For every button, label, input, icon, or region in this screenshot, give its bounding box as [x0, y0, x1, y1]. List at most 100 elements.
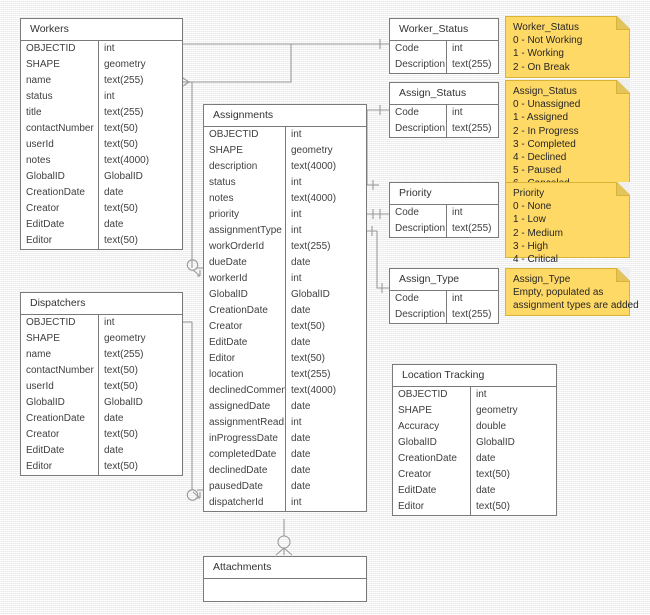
- entity-assign-status[interactable]: Assign_Status Code int Description text(…: [389, 82, 499, 138]
- table-row: declinedDate date: [204, 463, 366, 479]
- field-name: name: [21, 347, 99, 363]
- entity-fields-workers: OBJECTID int SHAPE geometry name text(25…: [21, 41, 182, 249]
- entity-workers[interactable]: Workers OBJECTID int SHAPE geometry name…: [20, 18, 183, 250]
- table-row: GlobalID GlobalID: [204, 287, 366, 303]
- note-fold-corner-icon: [616, 268, 630, 282]
- note-fold-corner-icon: [616, 182, 630, 196]
- table-row: CreationDate date: [21, 185, 182, 201]
- field-type: date: [104, 219, 124, 230]
- field-name: EditDate: [21, 217, 99, 233]
- note-line: 3 - High: [513, 240, 549, 252]
- field-type: int: [452, 207, 463, 218]
- zero-marker-attachments: [277, 535, 291, 549]
- entity-priority[interactable]: Priority Code int Description text(255): [389, 182, 499, 238]
- table-row: EditDate date: [204, 335, 366, 351]
- field-name: status: [204, 175, 286, 191]
- field-type: text(50): [476, 501, 510, 512]
- field-name: Description: [390, 221, 447, 237]
- note-line: 3 - Completed: [513, 138, 576, 150]
- field-name: EditDate: [393, 483, 471, 499]
- note-line: 2 - In Progress: [513, 125, 579, 137]
- field-name: name: [21, 73, 99, 89]
- field-name: userId: [21, 137, 99, 153]
- table-row: SHAPE geometry: [393, 403, 556, 419]
- note-assign-type[interactable]: Assign_Type Empty, populated as assignme…: [505, 268, 639, 316]
- entity-title-workers: Workers: [21, 19, 182, 41]
- note-line: assignment types are added: [513, 300, 639, 312]
- entity-assign-type[interactable]: Assign_Type Code int Description text(25…: [389, 268, 499, 324]
- entity-fields-attachments: [204, 579, 366, 601]
- field-type: date: [291, 481, 311, 492]
- field-type: text(50): [104, 429, 138, 440]
- table-row: workOrderId text(255): [204, 239, 366, 255]
- crowsfoot-attachments: [275, 547, 293, 556]
- field-type: date: [291, 305, 311, 316]
- table-row: assignedDate date: [204, 399, 366, 415]
- field-type: date: [291, 401, 311, 412]
- field-name: workOrderId: [204, 239, 286, 255]
- entity-location-tracking[interactable]: Location Tracking OBJECTID int SHAPE geo…: [392, 364, 557, 516]
- field-name: assignedDate: [204, 399, 286, 415]
- entity-title-assign-status: Assign_Status: [390, 83, 498, 105]
- table-row: title text(255): [21, 105, 182, 121]
- note-heading: Assign_Status: [513, 86, 577, 97]
- entity-attachments[interactable]: Attachments: [203, 556, 367, 602]
- table-row: name text(255): [21, 73, 182, 89]
- field-type: int: [291, 417, 302, 428]
- table-row: Code int: [390, 105, 498, 121]
- wire-assignments-assign-type: [367, 230, 389, 289]
- field-type: int: [452, 43, 463, 54]
- entity-dispatchers[interactable]: Dispatchers OBJECTID int SHAPE geometry …: [20, 292, 183, 476]
- field-name: OBJECTID: [393, 387, 471, 403]
- note-priority[interactable]: Priority 0 - None 1 - Low 2 - Medium 3 -…: [505, 182, 630, 265]
- entity-worker-status[interactable]: Worker_Status Code int Description text(…: [389, 18, 499, 74]
- entity-fields-assignments: OBJECTID int SHAPE geometry description …: [204, 127, 366, 511]
- table-row: Accuracy double: [393, 419, 556, 435]
- table-row: inProgressDate date: [204, 431, 366, 447]
- field-name: assignmentType: [204, 223, 286, 239]
- entity-fields-assign-status: Code int Description text(255): [390, 105, 498, 137]
- field-type: text(50): [104, 203, 138, 214]
- note-assign-status[interactable]: Assign_Status 0 - Unassigned 1 - Assigne…: [505, 80, 630, 196]
- field-name: inProgressDate: [204, 431, 286, 447]
- field-type: date: [104, 187, 124, 198]
- entity-title-priority: Priority: [390, 183, 498, 205]
- table-row: OBJECTID int: [21, 41, 182, 57]
- wire-assignments-assign-status: [366, 109, 389, 185]
- field-type: date: [104, 413, 124, 424]
- table-row: GlobalID GlobalID: [21, 169, 182, 185]
- field-type: text(4000): [104, 155, 150, 166]
- field-type: double: [476, 421, 507, 432]
- table-row: Code int: [390, 291, 498, 307]
- field-name: description: [204, 159, 286, 175]
- table-row: Creator text(50): [204, 319, 366, 335]
- entity-assignments[interactable]: Assignments OBJECTID int SHAPE geometry …: [203, 104, 367, 512]
- field-name: Editor: [21, 233, 99, 249]
- field-name: Editor: [393, 499, 471, 515]
- field-name: GlobalID: [393, 435, 471, 451]
- note-fold-corner-icon: [616, 80, 630, 94]
- table-row: GlobalID GlobalID: [393, 435, 556, 451]
- field-type: text(255): [291, 369, 331, 380]
- field-type: text(50): [104, 235, 138, 246]
- field-name: OBJECTID: [21, 41, 99, 57]
- field-name: SHAPE: [204, 143, 286, 159]
- table-row: location text(255): [204, 367, 366, 383]
- table-row: Creator text(50): [21, 427, 182, 443]
- table-row: Editor text(50): [393, 499, 556, 515]
- field-type: date: [291, 433, 311, 444]
- table-row: Code int: [390, 205, 498, 221]
- field-type: date: [476, 485, 496, 496]
- note-line: 5 - Paused: [513, 165, 562, 177]
- field-type: text(50): [104, 123, 138, 134]
- field-name: SHAPE: [393, 403, 471, 419]
- field-type: date: [291, 337, 311, 348]
- entity-title-assignments: Assignments: [204, 105, 366, 127]
- field-name: GlobalID: [21, 169, 99, 185]
- note-worker-status[interactable]: Worker_Status 0 - Not Working 1 - Workin…: [505, 16, 630, 78]
- table-row: Creator text(50): [21, 201, 182, 217]
- field-type: int: [452, 107, 463, 118]
- field-type: text(4000): [291, 193, 337, 204]
- field-name: contactNumber: [21, 121, 99, 137]
